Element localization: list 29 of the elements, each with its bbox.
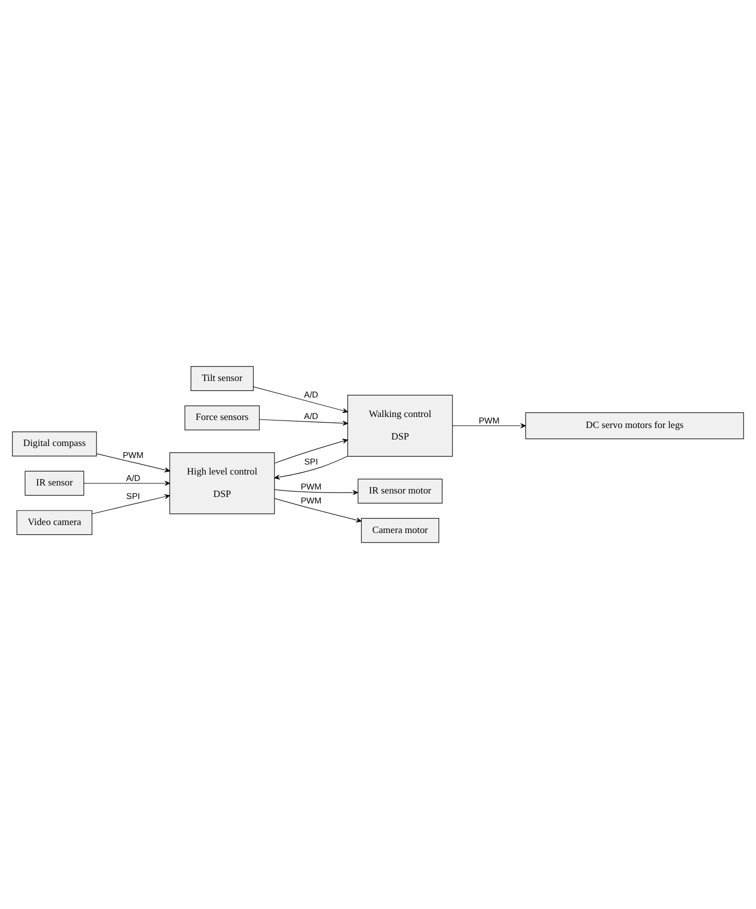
- arrow: [259, 419, 348, 426]
- arrow: [274, 498, 362, 522]
- arrow: [274, 456, 348, 480]
- node-box: Video camera: [16, 510, 92, 536]
- arrow: [253, 386, 348, 414]
- edge-label: PWM: [478, 415, 500, 426]
- node-box: Tilt sensor: [190, 366, 254, 391]
- edge-label: SPI: [304, 456, 318, 467]
- edge-label: A/D: [304, 411, 318, 422]
- node-box: High level control DSP: [169, 452, 275, 514]
- edge-label: PWM: [300, 481, 322, 492]
- node-box: Digital compass: [12, 432, 97, 456]
- arrow: [96, 453, 170, 472]
- node-box: DC servo motors for legs: [525, 412, 744, 440]
- edge-label: A/D: [126, 472, 140, 483]
- edge-label: PWM: [300, 495, 322, 506]
- node-box: IR sensor motor: [358, 478, 442, 504]
- arrow: [84, 480, 170, 486]
- edge-label: SPI: [126, 491, 140, 502]
- arrow: [274, 438, 348, 464]
- edge-label: PWM: [122, 450, 144, 460]
- node-box: Camera motor: [361, 518, 440, 543]
- edge-label: A/D: [304, 389, 318, 400]
- arrow: [452, 423, 526, 428]
- node-box: Force sensors: [184, 405, 260, 430]
- arrow: [92, 494, 170, 514]
- node-box: IR sensor: [24, 470, 84, 496]
- arrow: [274, 489, 358, 496]
- node-box: Walking control DSP: [347, 394, 453, 457]
